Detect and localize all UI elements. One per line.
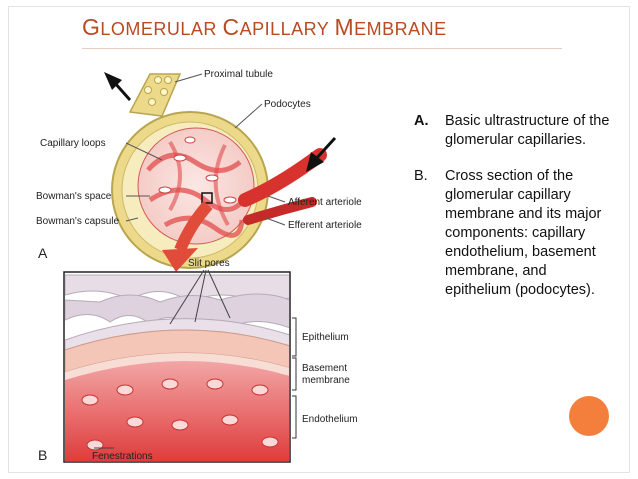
afferent-arrow (306, 136, 337, 172)
label-proximal-tubule: Proximal tubule (204, 69, 273, 80)
list-text: Basic ultrastructure of the glomerular c… (445, 113, 610, 148)
label-fenestrations: Fenestrations (92, 451, 153, 462)
glomerulus-diagram: Proximal tubule Podocytes Capillary loop… (36, 69, 362, 463)
label-efferent-arteriole: Efferent arteriole (288, 220, 362, 231)
description-list: A. Basic ultrastructure of the glomerula… (414, 112, 614, 317)
tubule-arrow (104, 72, 132, 101)
list-item: A. Basic ultrastructure of the glomerula… (414, 112, 614, 150)
label-afferent-arteriole: Afferent arteriole (288, 197, 362, 208)
label-slit-pores: Slit pores (188, 258, 230, 269)
list-marker: B. (414, 168, 428, 184)
capillary-tuft (137, 127, 255, 245)
slide-frame (8, 6, 630, 473)
list-text: Cross section of the glomerular capillar… (445, 168, 602, 298)
title-underline (82, 48, 562, 49)
list-item: B. Cross section of the glomerular capil… (414, 167, 614, 300)
magnify-arrow (162, 248, 198, 272)
label-podocytes: Podocytes (264, 99, 311, 110)
label-basement-2: membrane (302, 375, 350, 386)
proximal-tubule (128, 73, 182, 117)
panel-letter-b: B (38, 447, 47, 463)
label-epithelium: Epithelium (302, 332, 349, 343)
magnified-region-box (201, 192, 213, 204)
decorative-orange-circle (569, 396, 609, 436)
slide-title: GLOMERULAR CAPILLARY MEMBRANE (82, 14, 447, 40)
label-bowmans-capsule: Bowman's capsule (36, 216, 120, 227)
list-marker: A. (414, 113, 429, 129)
label-bowmans-space: Bowman's space (36, 191, 112, 202)
panel-letter-a: A (38, 245, 48, 261)
membrane-cross-section (63, 269, 297, 463)
glomerulus-figure: Proximal tubule Podocytes Capillary loop… (30, 50, 410, 470)
label-capillary-loops: Capillary loops (40, 138, 106, 149)
label-basement-1: Basement (302, 363, 347, 374)
label-endothelium: Endothelium (302, 414, 358, 425)
